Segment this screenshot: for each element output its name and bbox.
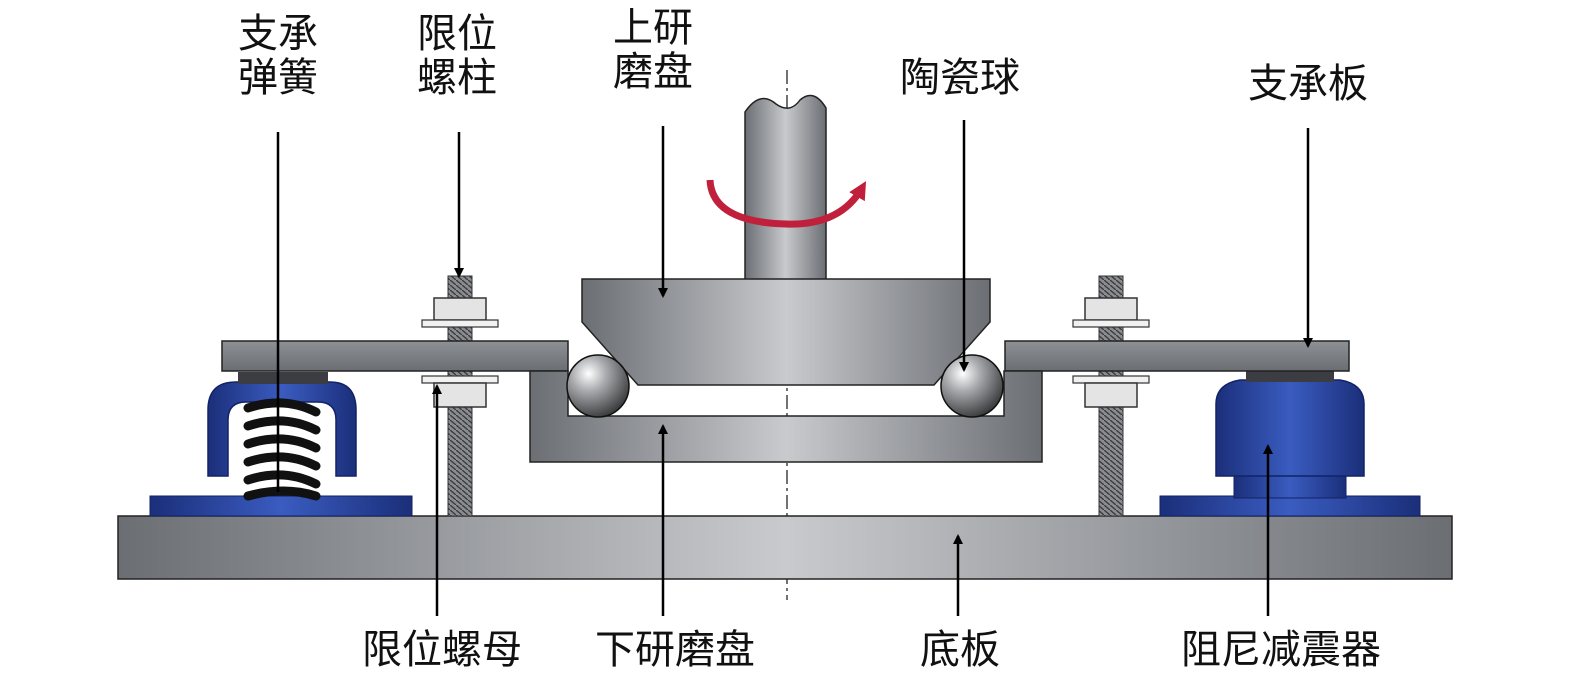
label-limit-nut: 限位螺母 [362,627,522,673]
label-limit-stud-line1: 限位 [417,11,497,57]
right-support-plate [1004,340,1350,372]
left-upper-washer [421,319,499,328]
left-support-plate [221,340,569,372]
label-upper-disc-line2: 磨盘 [613,49,693,95]
label-upper-disc-line1: 上研 [613,5,693,51]
left-upper-nut [433,297,487,321]
label-damper: 阻尼减震器 [1181,627,1381,673]
left-limit-nut [433,382,487,408]
damper-cap [1246,370,1334,382]
support-spring [243,398,321,501]
right-mount-base [1159,495,1421,517]
label-support-plate: 支承板 [1248,61,1368,107]
base-plate [117,515,1453,580]
label-upper-grinding-disc: 上研 磨盘 [601,6,705,94]
left-mount-base [149,495,413,517]
label-limit-stud-line2: 螺柱 [417,55,497,101]
label-ceramic-ball: 陶瓷球 [900,55,1020,101]
label-support-spring-line1: 支承 [238,11,318,57]
ceramic-ball-right [940,354,1004,418]
ceramic-ball-left [566,354,630,418]
label-support-spring-line2: 弹簧 [238,55,318,101]
label-base-plate: 底板 [920,627,1000,673]
label-support-spring: 支承 弹簧 [226,12,330,100]
right-upper-nut [1084,297,1138,321]
spindle-shaft [744,94,827,283]
upper-grinding-disc [581,278,991,386]
right-lower-washer [1072,375,1150,384]
right-limit-nut [1084,382,1138,408]
rotation-arrow [706,179,867,228]
label-limit-stud: 限位 螺柱 [405,12,509,100]
label-lower-grinding-disc: 下研磨盘 [595,627,755,673]
left-lower-washer [421,375,499,384]
right-upper-washer [1072,319,1150,328]
damper-body [1215,379,1365,477]
spring-housing [207,381,357,477]
spring-housing-cap [238,372,328,384]
